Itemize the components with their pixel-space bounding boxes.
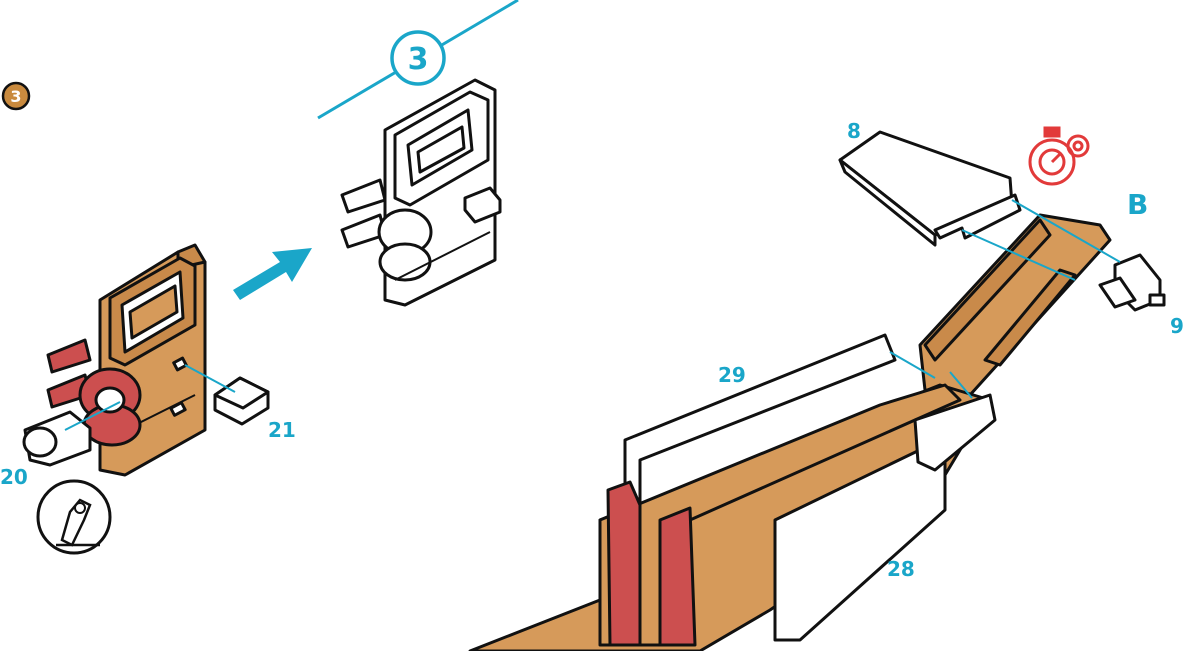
part-8-panel <box>840 132 1020 245</box>
direction-arrow <box>233 248 312 300</box>
part-label-21: 21 <box>268 418 296 442</box>
wooden-arm <box>920 215 1110 395</box>
part-label-20: 20 <box>0 465 28 489</box>
small-step-badge: 3 <box>3 83 29 109</box>
part-label-28: 28 <box>887 557 915 581</box>
screwdriver-tool-icon <box>38 481 110 553</box>
subassembly-result <box>342 80 500 305</box>
subassembly-left <box>24 245 205 475</box>
part-label-29: 29 <box>718 363 746 387</box>
small-step-number: 3 <box>10 87 21 106</box>
section-label-b: B <box>1127 188 1148 221</box>
stopwatch-gear-icon <box>1030 128 1088 184</box>
part-label-9: 9 <box>1170 314 1184 338</box>
part-9-connector <box>1100 255 1164 310</box>
step-number: 3 <box>408 42 429 77</box>
part-label-8: 8 <box>847 119 861 143</box>
